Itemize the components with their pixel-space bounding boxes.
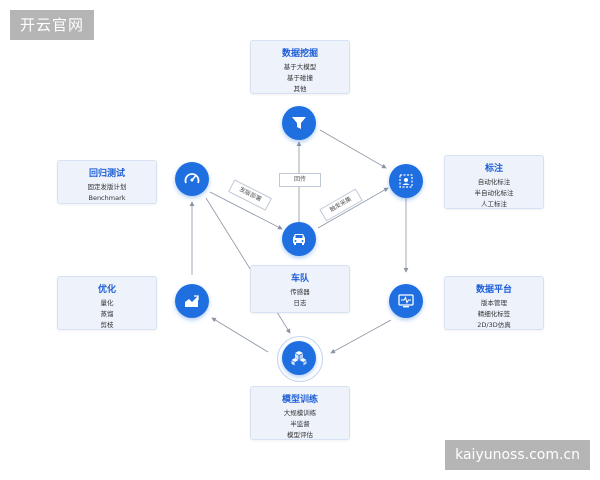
arrow-mining-to-annotation [319,129,387,169]
card-item: 其他 [293,85,307,93]
card-item: 版本管理 [481,299,507,307]
card-annotation: 标注 自动化标注 半自动化标注 人工标注 [444,155,544,209]
card-data-platform: 数据平台 版本管理 精细化标签 2D/3D仿真 [444,276,544,330]
card-data-mining: 数据挖掘 基于大模型 基于碰撞 其他 [250,40,350,94]
card-title: 车队 [290,274,309,284]
node-regression-test[interactable] [175,162,209,196]
card-item: 传感器 [290,288,310,296]
watermark-bottom-right: kaiyunoss.com.cn [445,440,590,470]
card-title: 标注 [484,164,503,174]
car-icon [293,234,305,245]
card-title: 回归测试 [88,169,125,179]
card-item: 基于碰撞 [287,74,313,82]
card-item: 日志 [293,299,307,307]
node-data-platform[interactable] [389,284,423,318]
card-item: 自动化标注 [477,178,511,186]
node-annotation[interactable] [389,164,423,198]
card-title: 模型训练 [281,395,318,405]
monitor-icon [398,294,414,308]
card-item: 大规模训练 [283,409,317,417]
card-regression-test: 回归测试 固定发版计划 Benchmark [57,160,157,204]
card-item: 基于大模型 [283,63,317,71]
arrow-regression-to-fleet [209,191,283,230]
card-item: 蒸馏 [100,310,114,318]
node-data-mining[interactable] [282,106,316,140]
watermark-top-left: 开云官网 [10,10,95,40]
card-item: 半自动化标注 [474,189,514,197]
tag-backhaul: 回传 [279,173,321,187]
card-item: 半监督 [290,420,310,428]
card-item: 人工标注 [481,200,507,208]
card-title: 数据平台 [475,285,512,295]
card-item: 固定发版计划 [87,183,127,191]
card-title: 数据挖掘 [281,49,318,59]
arrow-platform-to-training [330,319,392,354]
card-item: 模型评估 [287,431,313,439]
annotation-frame-icon [399,174,413,188]
chart-icon [185,295,199,307]
node-optimization[interactable] [175,284,209,318]
cubes-icon [291,351,307,366]
card-item: Benchmark [88,194,126,202]
card-item: 精细化标签 [477,310,511,318]
card-fleet: 车队 传感器 日志 [250,265,350,313]
card-item: 剪枝 [100,321,114,329]
gauge-icon [184,173,200,184]
node-fleet[interactable] [282,222,316,256]
funnel-icon [292,117,306,129]
node-model-training[interactable] [282,341,316,375]
card-optimization: 优化 量化 蒸馏 剪枝 [57,276,157,330]
arrow-training-to-optimization [211,317,269,353]
card-model-training: 模型训练 大规模训练 半监督 模型评估 [250,386,350,440]
card-item: 2D/3D仿真 [477,321,511,329]
card-item: 量化 [100,299,114,307]
card-title: 优化 [97,285,116,295]
arrow-fleet-to-annotation [317,187,389,229]
